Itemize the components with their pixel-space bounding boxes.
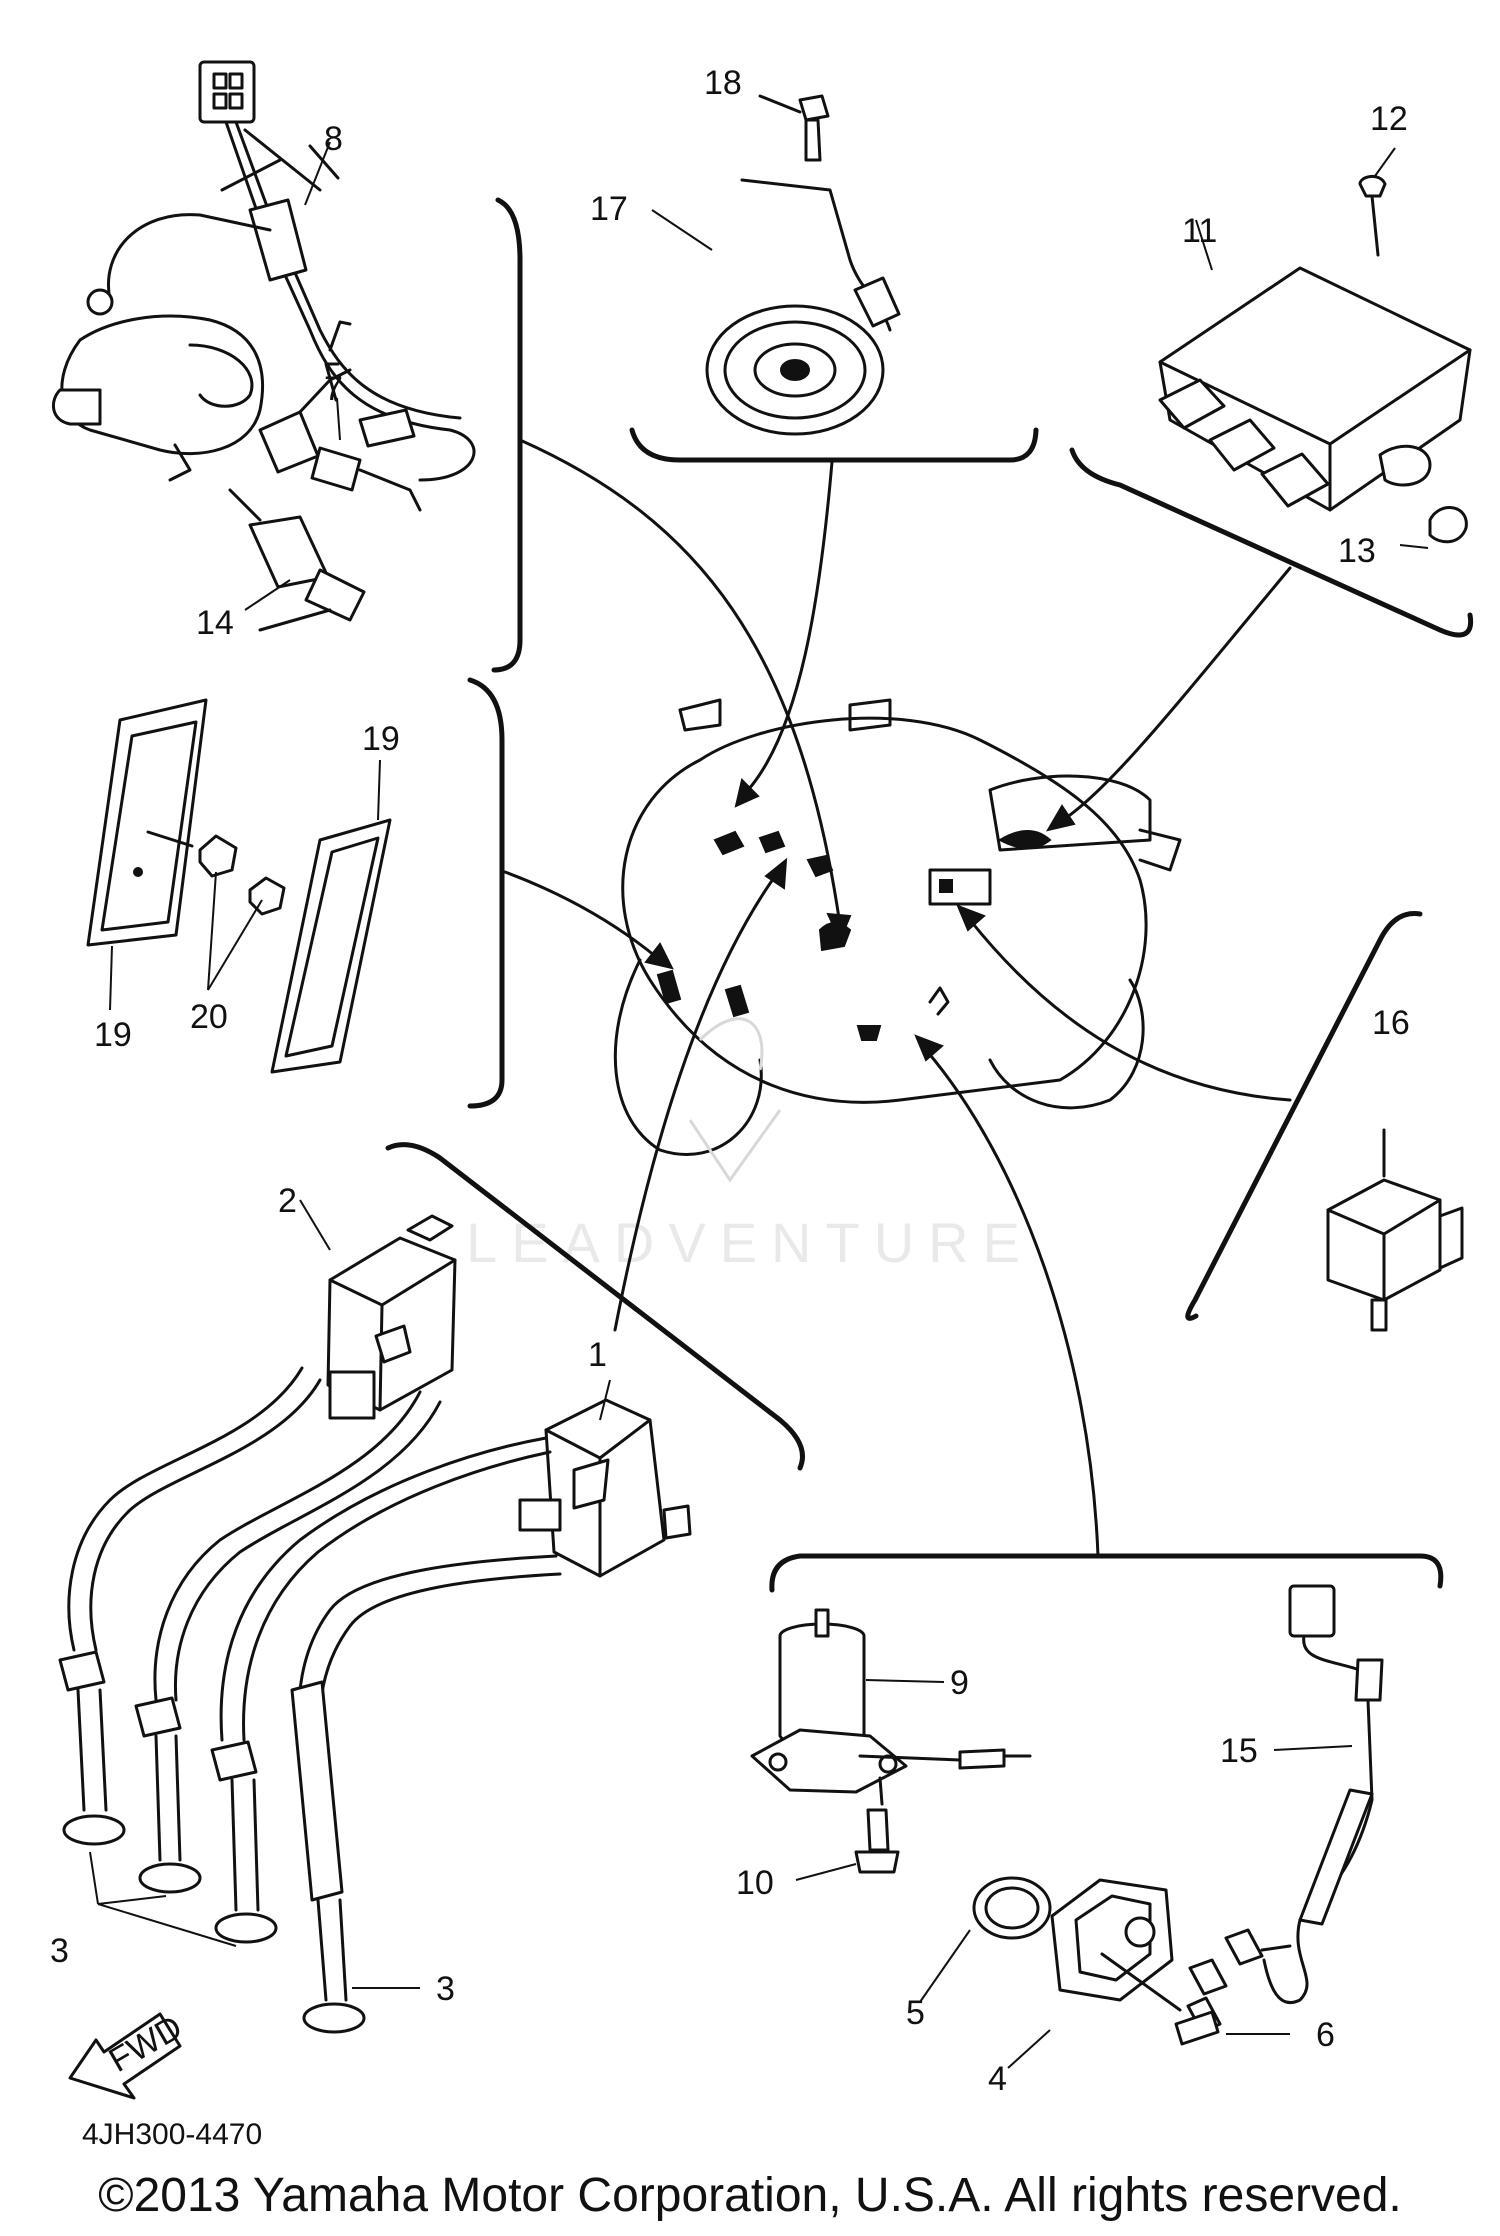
part-number-8: 8 — [324, 120, 343, 158]
part-number-9: 9 — [950, 1664, 969, 1702]
diagram-code: 4JH300-4470 — [82, 2118, 263, 2151]
fwd-arrow-icon: FWD — [68, 2008, 189, 2100]
part-number-18: 18 — [704, 64, 742, 102]
part-number-labels: 18 17 12 11 13 8 7 14 19 19 20 16 2 1 9 … — [50, 64, 1410, 2098]
part-group-reflectors — [86, 698, 392, 1074]
part-group-horn — [651, 94, 901, 436]
part-number-1: 1 — [588, 1336, 607, 1374]
bracket-lines — [385, 197, 1474, 1593]
part-number-2: 2 — [278, 1182, 297, 1220]
part-group-ecu — [1158, 147, 1472, 549]
leader-lines-switches — [244, 141, 341, 611]
part-number-14: 14 — [196, 604, 234, 642]
part-number-6: 6 — [1316, 2016, 1335, 2054]
copyright-notice: ©2013 Yamaha Motor Corporation, U.S.A. A… — [98, 2169, 1402, 2222]
part-group-cover — [919, 1876, 1290, 2069]
part-number-16: 16 — [1372, 1004, 1410, 1042]
part-group-switches — [51, 60, 476, 632]
part-number-17: 17 — [590, 190, 628, 228]
part-group-relay — [1326, 1128, 1464, 1332]
part-number-3-right: 3 — [436, 1970, 455, 2008]
part-group-sensor — [1188, 1584, 1384, 2004]
part-number-12: 12 — [1370, 100, 1408, 138]
part-number-7: 7 — [324, 370, 343, 408]
watermark-text: LEADVENTURE — [466, 1211, 1034, 1274]
part-number-11: 11 — [1182, 212, 1217, 250]
part-number-13: 13 — [1338, 532, 1376, 570]
part-number-3-left: 3 — [50, 1932, 69, 1970]
part-group-servo — [750, 1608, 1032, 1881]
part-number-19-right: 19 — [362, 720, 400, 758]
part-number-19-left: 19 — [94, 1016, 132, 1054]
part-number-20: 20 — [190, 998, 228, 1036]
part-number-10: 10 — [736, 1864, 774, 1902]
part-number-4: 4 — [988, 2060, 1007, 2098]
part-number-15: 15 — [1220, 1732, 1258, 1770]
part-group-ignition — [58, 1199, 692, 2034]
part-number-5: 5 — [906, 1994, 925, 2032]
motorcycle-outline — [613, 698, 1182, 1156]
